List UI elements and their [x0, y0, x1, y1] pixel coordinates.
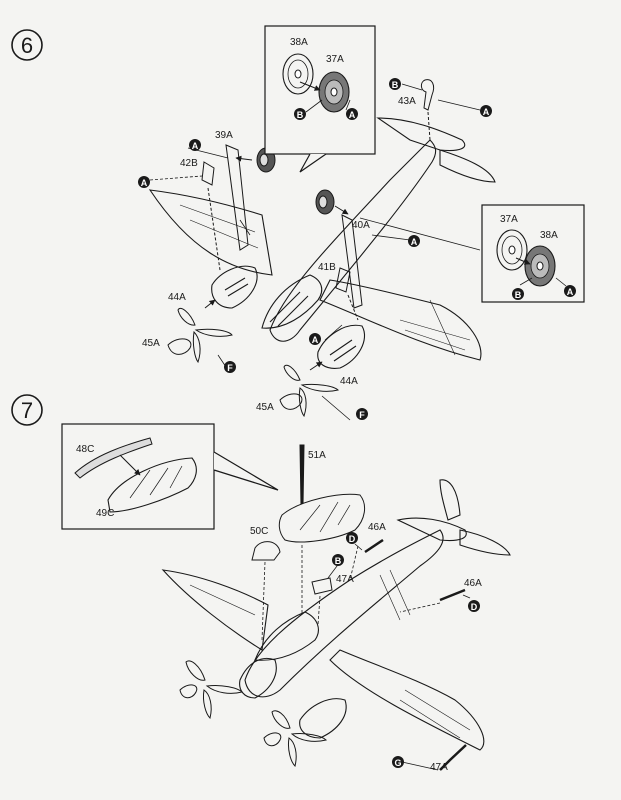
marker-b-6-1: B [294, 108, 306, 120]
part-49c: 49C [96, 508, 114, 519]
step-6-inset-top: 38A 37A [264, 25, 376, 173]
svg-text:A: A [349, 110, 356, 120]
svg-text:A: A [483, 107, 490, 117]
step-7: 7 48C 49C [11, 394, 511, 773]
part-51a: 51A [308, 450, 326, 461]
marker-b-7-1: B [332, 554, 344, 566]
svg-text:B: B [297, 110, 304, 120]
part-37a-inset-right: 37A [500, 214, 518, 225]
part-47a-bottom: 47A [430, 762, 448, 773]
part-38a-inset: 38A [290, 37, 308, 48]
svg-text:B: B [335, 556, 342, 566]
part-44a-right: 44A [340, 376, 358, 387]
svg-text:B: B [515, 290, 522, 300]
marker-d-7-1: D [346, 532, 358, 544]
svg-text:G: G [394, 758, 401, 768]
step-6-aircraft [148, 117, 496, 369]
marker-a-6-5: A [408, 235, 420, 247]
part-44a-left: 44A [168, 292, 186, 303]
step-6: 6 [11, 25, 585, 421]
part-41b: 41B [318, 262, 336, 273]
part-45a-left: 45A [142, 338, 160, 349]
svg-text:B: B [392, 80, 399, 90]
svg-text:A: A [312, 335, 319, 345]
part-37a-inset: 37A [326, 54, 344, 65]
step-6-circle [11, 29, 43, 61]
part-50c: 50C [250, 526, 268, 537]
part-46a-right: 46A [464, 578, 482, 589]
step-7-props [179, 660, 327, 767]
step-6-gear [201, 79, 435, 321]
part-45a-right: 45A [256, 402, 274, 413]
marker-a-6-1: A [346, 108, 358, 120]
step-7-circle [11, 394, 43, 426]
part-47a-center: 47A [336, 574, 354, 585]
part-42b: 42B [180, 158, 198, 169]
marker-g-7-1: G [392, 756, 404, 768]
svg-text:A: A [192, 141, 199, 151]
marker-a-6-7: A [564, 285, 576, 297]
marker-a-6-6: A [309, 333, 321, 345]
marker-d-7-2: D [468, 600, 480, 612]
step-6-prop-right [279, 361, 339, 418]
svg-text:D: D [471, 602, 478, 612]
part-40a: 40A [352, 220, 370, 231]
marker-f-6-2: F [356, 408, 368, 420]
step-7-inset: 48C 49C [61, 423, 279, 530]
marker-a-6-3: A [189, 139, 201, 151]
svg-text:F: F [227, 363, 233, 373]
svg-text:F: F [359, 410, 365, 420]
step-6-number: 6 [21, 33, 33, 58]
step-7-number: 7 [21, 398, 33, 423]
marker-a-6-4: A [138, 176, 150, 188]
svg-text:D: D [349, 534, 356, 544]
svg-text:A: A [411, 237, 418, 247]
step-6-wheels [235, 147, 349, 215]
svg-text:A: A [141, 178, 148, 188]
svg-text:A: A [567, 287, 574, 297]
part-48c: 48C [76, 444, 94, 455]
marker-b-6-2: B [389, 78, 401, 90]
marker-a-6-2: A [480, 105, 492, 117]
part-39a: 39A [215, 130, 233, 141]
part-43a: 43A [398, 96, 416, 107]
step-7-leaders [261, 543, 471, 771]
step-7-aircraft [161, 479, 511, 751]
part-38a-inset-right: 38A [540, 230, 558, 241]
part-46a-left: 46A [368, 522, 386, 533]
marker-f-6-1: F [224, 361, 236, 373]
marker-b-6-3: B [512, 288, 524, 300]
step-7-parts [251, 444, 467, 771]
step-6-prop-left [167, 299, 233, 364]
